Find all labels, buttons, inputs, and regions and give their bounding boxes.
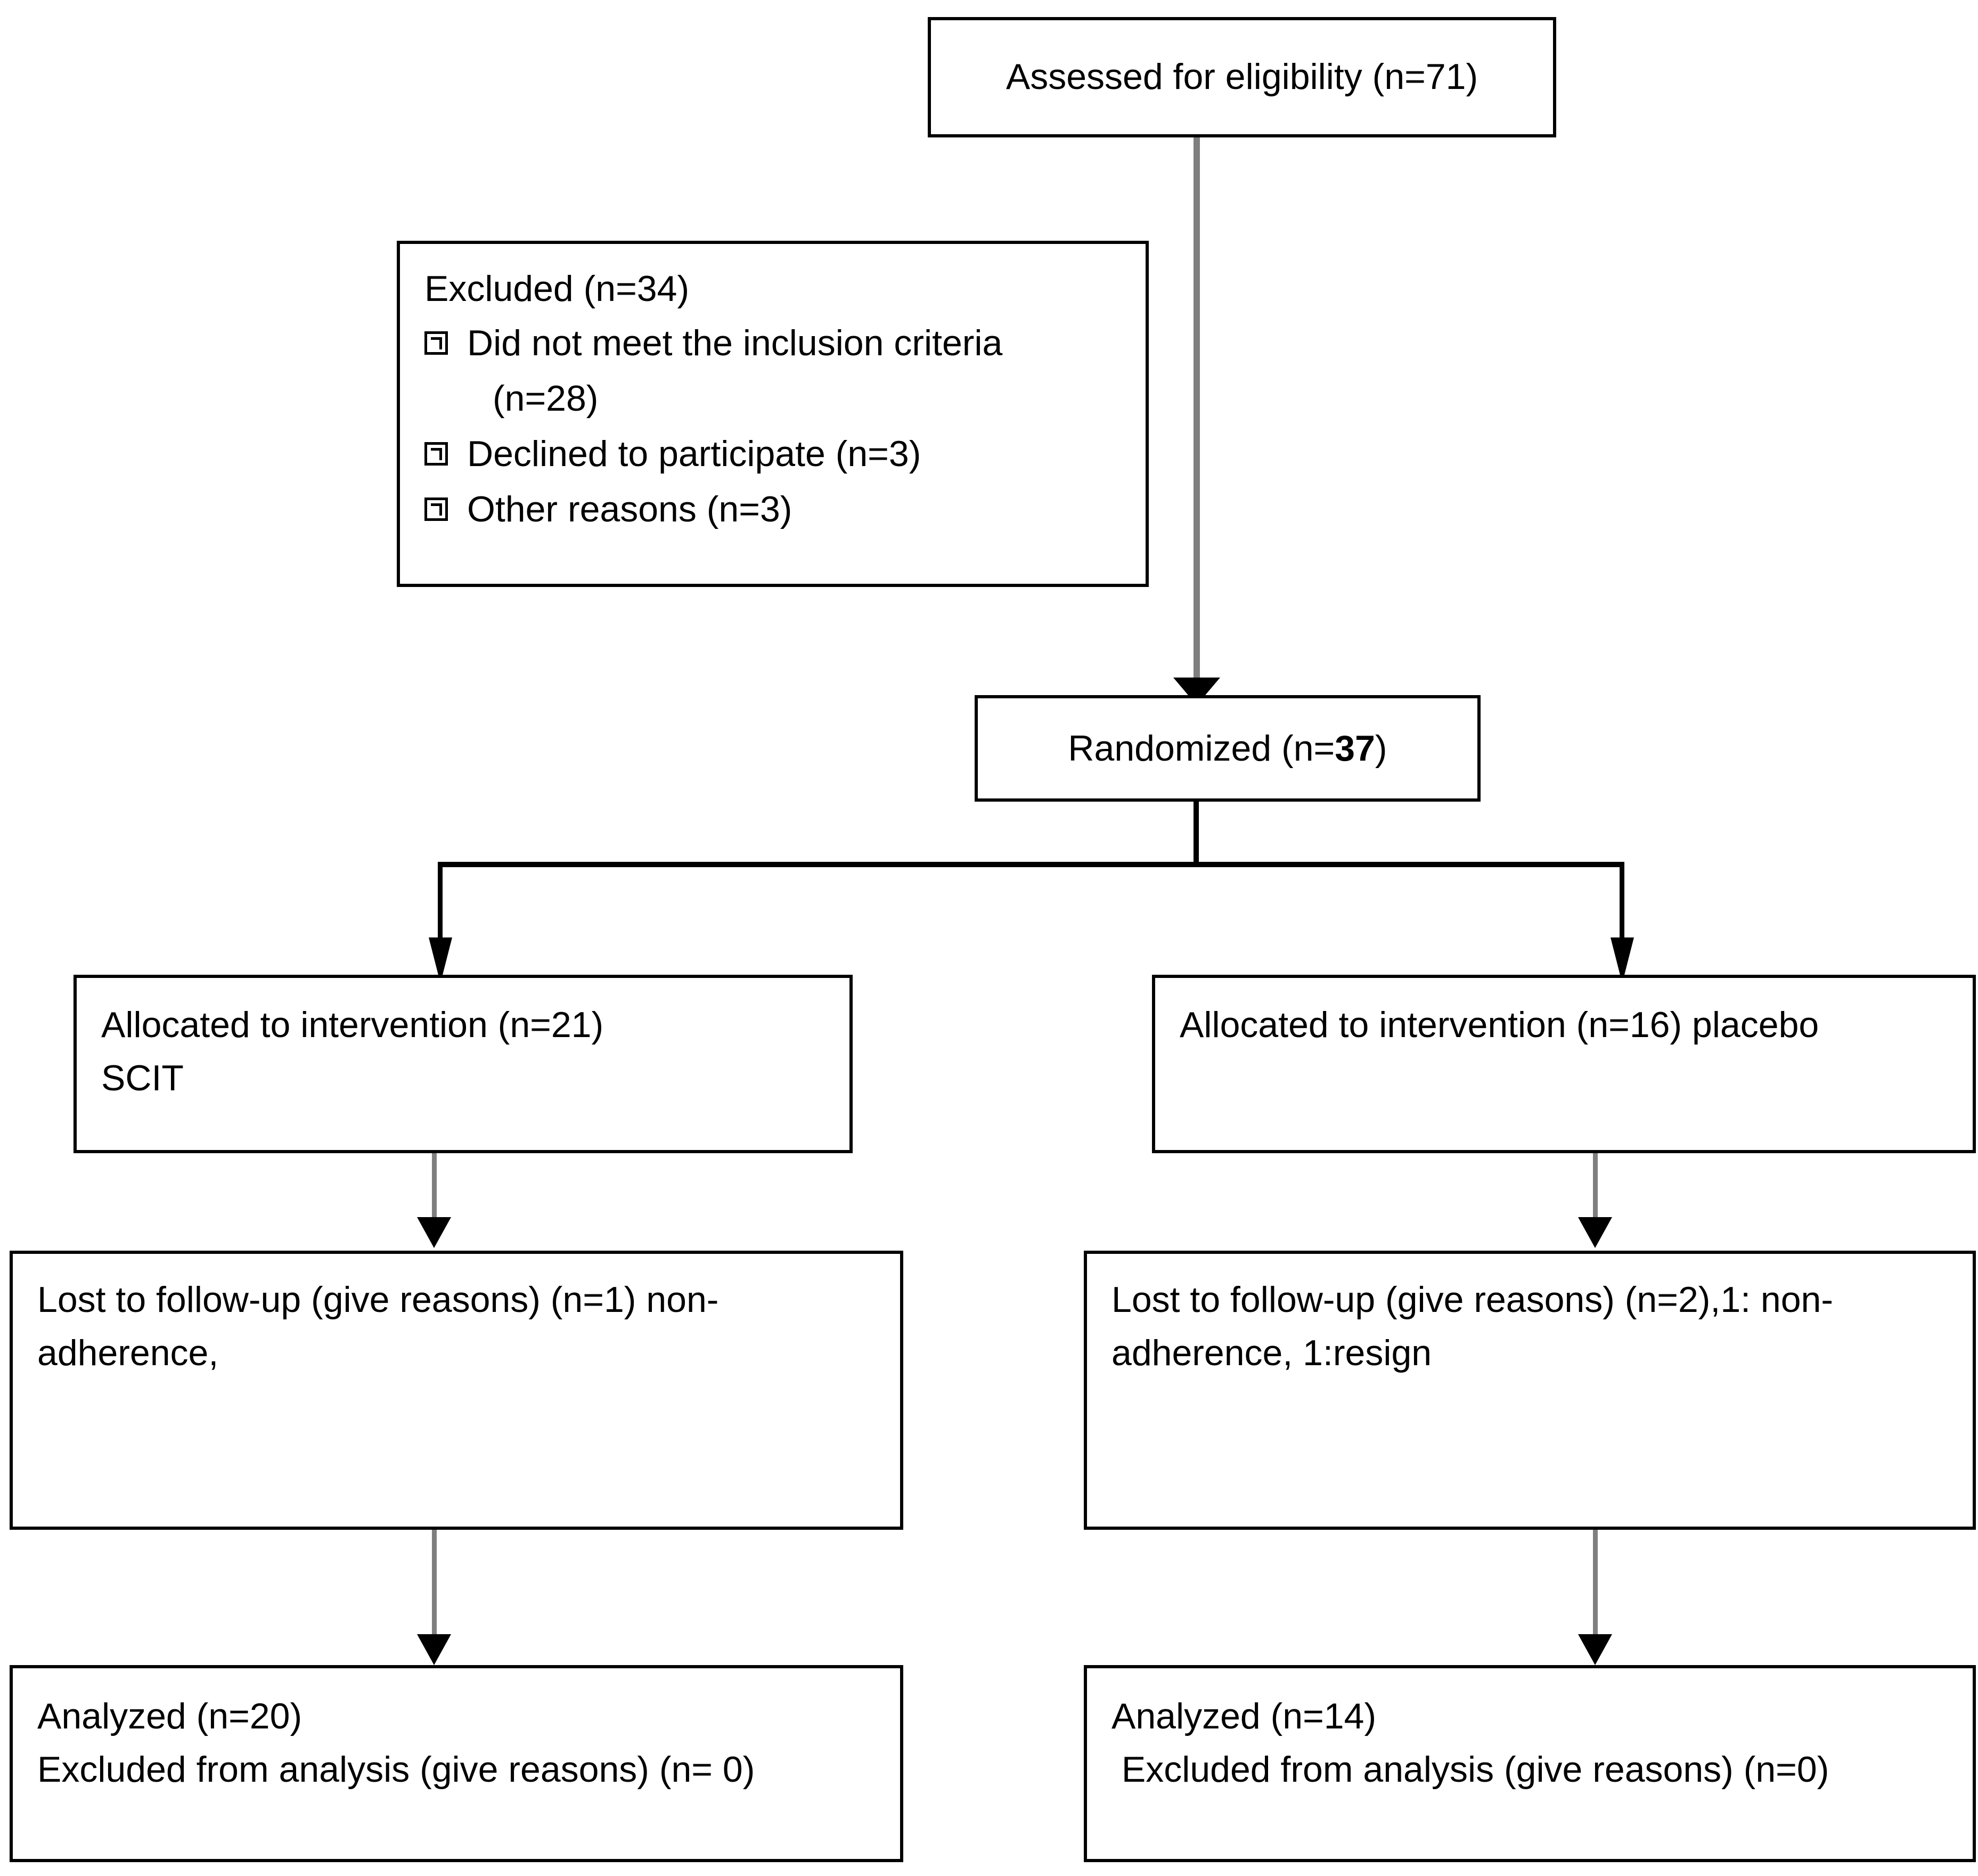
bullet-box-icon	[424, 442, 448, 466]
node-randomized: Randomized (n=37)	[975, 695, 1481, 802]
excluded-reason-item: Declined to participate (n=3)	[424, 426, 1121, 482]
lost-left-line1: Lost to follow-up (give reasons) (n=1) n…	[37, 1279, 719, 1320]
allocated-left-line1: Allocated to intervention (n=21)	[101, 1005, 604, 1045]
connector-randomized-crossbar	[438, 862, 1624, 867]
node-analyzed-left: Analyzed (n=20) Excluded from analysis (…	[10, 1665, 903, 1862]
excluded-heading: Excluded (n=34)	[424, 268, 690, 309]
randomized-label-suffix: )	[1375, 728, 1387, 769]
assessed-label: Assessed for eligibility (n=71)	[1006, 56, 1478, 97]
arrowhead-analyzed-right	[1578, 1634, 1612, 1665]
connector-randomized-to-left-arm	[438, 862, 443, 968]
analyzed-left-line2: Excluded from analysis (give reasons) (n…	[37, 1749, 755, 1790]
node-lost-to-followup-left: Lost to follow-up (give reasons) (n=1) n…	[10, 1251, 903, 1530]
excluded-reason-text: Declined to participate (n=3)	[467, 434, 921, 474]
analyzed-left-line1: Analyzed (n=20)	[37, 1696, 303, 1736]
connector-allocated-left-to-lost-left	[432, 1153, 437, 1221]
connector-lost-right-to-analyzed-right	[1593, 1530, 1598, 1636]
connector-randomized-stem	[1194, 802, 1199, 866]
node-lost-to-followup-right: Lost to follow-up (give reasons) (n=2),1…	[1084, 1251, 1976, 1530]
connector-allocated-right-to-lost-right	[1593, 1153, 1598, 1221]
allocated-right-line1: Allocated to intervention (n=16) placebo	[1180, 1005, 1819, 1045]
connector-assessed-to-randomized	[1194, 137, 1200, 690]
lost-right-line2: adherence, 1:resign	[1111, 1333, 1432, 1373]
randomized-label-prefix: Randomized (n=	[1068, 728, 1335, 769]
excluded-reason-text: Other reasons (n=3)	[467, 489, 792, 529]
lost-left-line2: adherence,	[37, 1333, 219, 1373]
arrowhead-lost-right	[1578, 1217, 1612, 1248]
arrowhead-analyzed-left	[417, 1634, 451, 1665]
node-allocated-left: Allocated to intervention (n=21) SCIT	[73, 975, 853, 1153]
arrowhead-lost-left	[417, 1217, 451, 1248]
analyzed-right-line1: Analyzed (n=14)	[1111, 1696, 1377, 1736]
excluded-reason-item: Other reasons (n=3)	[424, 482, 1121, 537]
node-allocated-right: Allocated to intervention (n=16) placebo	[1152, 975, 1976, 1153]
connector-lost-left-to-analyzed-left	[432, 1530, 437, 1636]
node-analyzed-right: Analyzed (n=14) Excluded from analysis (…	[1084, 1665, 1976, 1862]
excluded-reason-continuation: (n=28)	[493, 378, 599, 419]
node-assessed-for-eligibility: Assessed for eligibility (n=71)	[928, 17, 1556, 137]
lost-right-line1: Lost to follow-up (give reasons) (n=2),1…	[1111, 1279, 1834, 1320]
connector-randomized-to-right-arm	[1620, 862, 1624, 968]
bullet-box-icon	[424, 497, 448, 521]
randomized-label: Randomized (n=37)	[1002, 722, 1453, 775]
excluded-reason-text: Did not meet the inclusion criteria	[467, 323, 1003, 363]
bullet-box-icon	[424, 331, 448, 355]
allocated-left-line2: SCIT	[101, 1058, 184, 1098]
randomized-count: 37	[1335, 728, 1375, 769]
analyzed-right-line2: Excluded from analysis (give reasons) (n…	[1111, 1749, 1829, 1790]
node-excluded: Excluded (n=34) Did not meet the inclusi…	[397, 241, 1149, 587]
excluded-reason-item: Did not meet the inclusion criteria	[424, 315, 1121, 371]
